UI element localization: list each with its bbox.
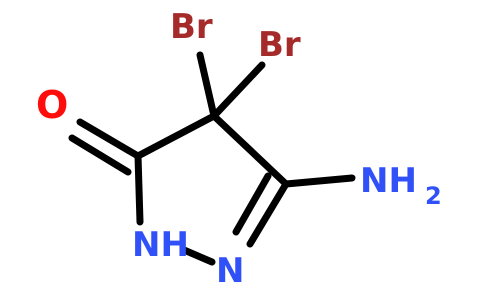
bond-c4-c3 [210,112,290,188]
atom-amine-subscript: 2 [425,182,442,210]
atom-br-right: Br [258,25,301,65]
bond-n1-n2 [180,246,216,266]
atom-ring-n: N [216,251,244,291]
atom-br-left: Br [170,7,213,47]
bond-c5-o-a [76,118,142,160]
bond-c5-o-b [68,134,132,176]
bond-c3-n2-b [232,172,272,236]
atom-labels: Br Br O NH 2 NH N [36,7,442,291]
bond-c4-br2 [210,61,266,120]
bond-c4-br1 [196,51,218,120]
bond-c3-n2-a [246,180,290,248]
atom-oxygen: O [36,83,68,127]
bonds [68,51,356,266]
bond-c4-c5 [134,112,218,160]
atom-amine: NH [360,161,417,201]
bond-c3-nh2 [282,174,356,188]
atom-ring-nh: NH [132,225,189,265]
bond-c5-n1 [134,152,144,226]
